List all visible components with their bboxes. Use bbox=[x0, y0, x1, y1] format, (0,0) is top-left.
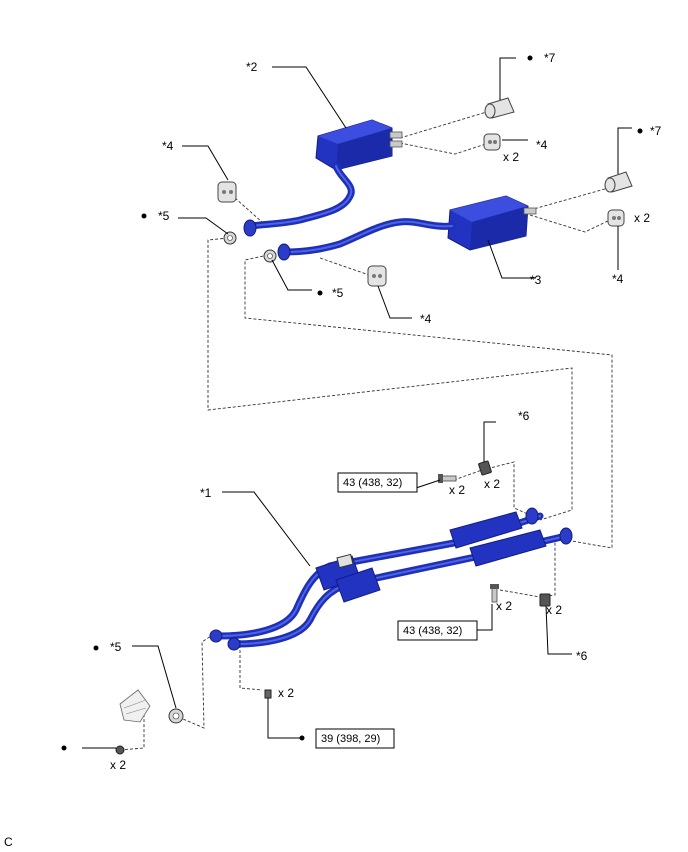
callout-5-upper-mid: *5 bbox=[332, 286, 344, 300]
bullet-c5-upper-left bbox=[141, 213, 147, 219]
callout-7-right: *7 bbox=[650, 124, 662, 138]
nut-upper bbox=[478, 460, 492, 476]
nut-manifold bbox=[115, 745, 125, 755]
qty-upper-tip-hanger: x 2 bbox=[503, 150, 519, 164]
pipe-flanges-upper bbox=[243, 219, 291, 261]
callout-7-upper: *7 bbox=[544, 51, 556, 65]
callout-3: *3 bbox=[530, 273, 542, 287]
gasket-upper-left bbox=[223, 231, 237, 245]
torque-value-lower: 43 (438, 32) bbox=[403, 625, 462, 637]
hanger-upper-left bbox=[217, 181, 237, 203]
qty-right-hanger: x 2 bbox=[634, 211, 650, 225]
qty-manifold-nut: x 2 bbox=[110, 758, 126, 772]
qty-nut-lower: x 2 bbox=[546, 603, 562, 617]
bolt-upper bbox=[438, 474, 457, 483]
hanger-middle bbox=[367, 265, 387, 287]
qty-bolt-upper: x 2 bbox=[449, 483, 465, 497]
callout-labels: *2 *7 *7 *4 *4 *4 *4 *5 *5 *5 *3 *6 *6 *… bbox=[110, 51, 662, 663]
torque-box-upper: 43 (438, 32) bbox=[337, 472, 418, 493]
qty-nut-upper: x 2 bbox=[484, 477, 500, 491]
hanger-right bbox=[607, 209, 625, 227]
callout-2: *2 bbox=[246, 60, 258, 74]
front-exhaust-pipe bbox=[209, 507, 573, 651]
gasket-upper-right bbox=[263, 249, 277, 263]
bullet-c7-right bbox=[637, 128, 643, 134]
callout-5-upper-left: *5 bbox=[158, 209, 170, 223]
bullet-manifold-nut bbox=[61, 745, 67, 751]
callout-6-lower: *6 bbox=[576, 649, 588, 663]
quantity-labels: x 2 x 2 x 2 x 2 x 2 x 2 x 2 x 2 bbox=[110, 150, 650, 772]
bolt-lower bbox=[490, 584, 499, 603]
callout-6-upper: *6 bbox=[518, 409, 530, 423]
bolt-front-pipe bbox=[264, 689, 272, 699]
hanger-upper-tip bbox=[483, 133, 501, 151]
callout-4-right: *4 bbox=[612, 272, 624, 286]
tail-pipe-tip-upper bbox=[484, 97, 515, 119]
torque-box-lower: 43 (438, 32) bbox=[397, 620, 478, 641]
qty-bolt-lower: x 2 bbox=[496, 599, 512, 613]
callout-4-middle: *4 bbox=[420, 312, 432, 326]
tail-pipe-tip-right bbox=[604, 171, 633, 193]
callout-4-upper-tip: *4 bbox=[536, 138, 548, 152]
qty-front-bolt: x 2 bbox=[278, 686, 294, 700]
nut-lower bbox=[539, 593, 551, 607]
bullet-marks bbox=[61, 55, 643, 751]
callout-4-upper-left: *4 bbox=[162, 139, 174, 153]
illustration-code: C bbox=[4, 835, 13, 849]
assembly-lines bbox=[119, 107, 615, 751]
gasket-lower bbox=[168, 708, 184, 724]
torque-value-front: 39 (398, 29) bbox=[321, 733, 380, 745]
leader-lines bbox=[82, 57, 632, 749]
torque-box-front: 39 (398, 29) bbox=[315, 728, 395, 749]
bullet-torque-39 bbox=[299, 735, 305, 741]
callout-5-lower: *5 bbox=[110, 640, 122, 654]
rear-muffler-left bbox=[248, 119, 403, 230]
callout-1: *1 bbox=[200, 486, 212, 500]
bullet-c5-lower bbox=[93, 645, 99, 651]
torque-value-upper: 43 (438, 32) bbox=[343, 477, 402, 489]
bullet-c7-upper bbox=[527, 55, 533, 61]
rear-muffler-right bbox=[282, 195, 537, 256]
exhaust-manifold-stub bbox=[119, 689, 151, 723]
bullet-c5-upper-mid bbox=[317, 290, 323, 296]
